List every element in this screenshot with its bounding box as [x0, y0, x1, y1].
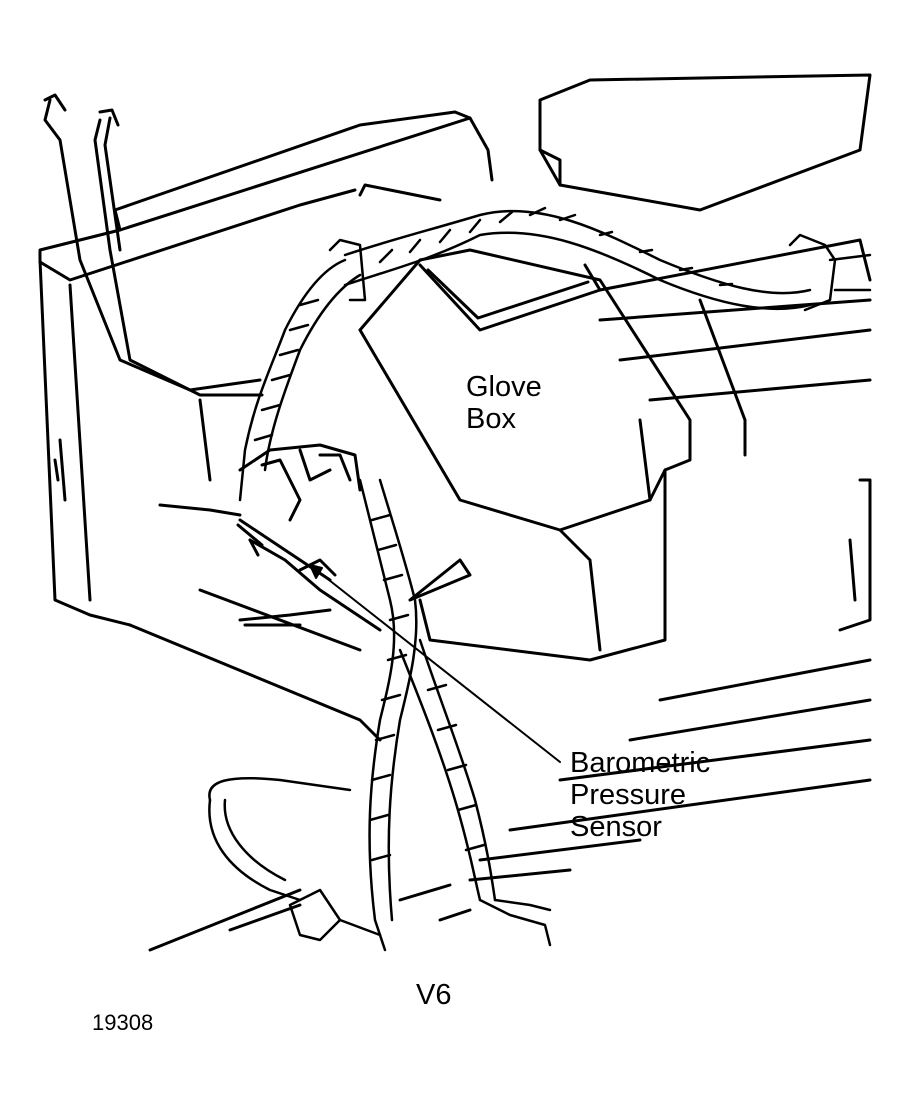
dashboard-panel: [38, 110, 494, 742]
sensor-leader-line: [309, 564, 561, 763]
sensor-connector-cluster: [158, 443, 382, 632]
engine-label: V6: [416, 979, 452, 1011]
wiring-harness-top: [238, 206, 872, 502]
barometric-sensor-label: Barometric Pressure Sensor: [570, 747, 711, 844]
barometric-sensor-label-line-3: Sensor: [570, 810, 662, 843]
glove-box-label-line-2: Box: [466, 402, 516, 435]
wiring-harness-bottom: [208, 478, 552, 952]
floor-shape: [148, 883, 472, 952]
barometric-sensor-label-line-2: Pressure: [570, 778, 687, 811]
figure-number: 19308: [92, 1010, 154, 1035]
console-shape: [468, 73, 872, 882]
glove-box-shape: [198, 183, 692, 662]
glove-box-label: Glove Box: [466, 371, 542, 436]
glove-box-label-line-1: Glove: [466, 371, 542, 403]
wiring-top-left: [43, 93, 264, 397]
barometric-sensor-label-line-1: Barometric: [570, 747, 711, 779]
